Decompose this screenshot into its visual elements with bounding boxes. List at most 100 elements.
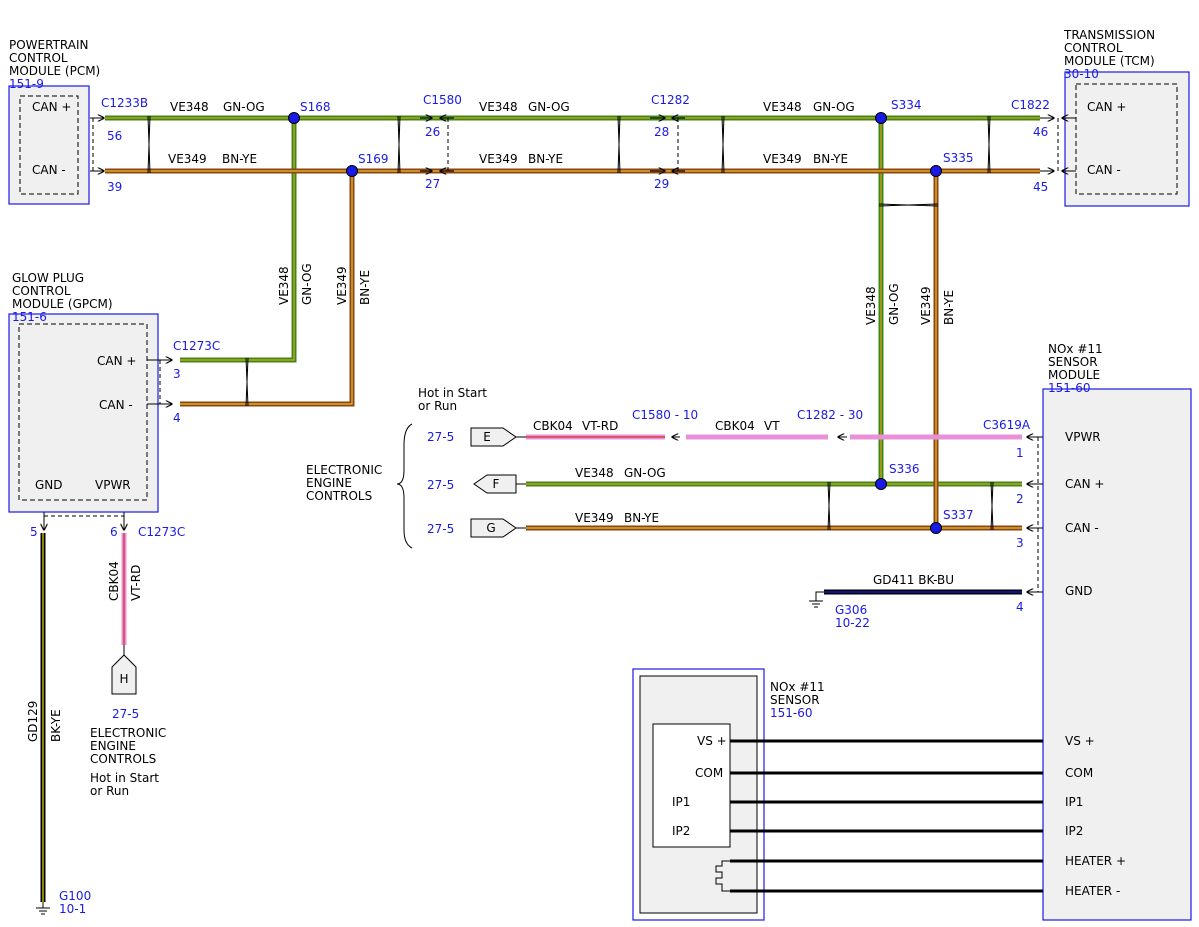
splice-s335: S335: [943, 151, 974, 165]
brace-icon: [396, 423, 413, 549]
splice-dots: [288, 112, 942, 534]
wire-gnog-1: GN-OG: [223, 100, 265, 114]
nox-sensor-name: NOx #11 SENSOR: [770, 680, 825, 707]
pin-29: 29: [654, 177, 669, 191]
page-ref-f: 27-5: [427, 478, 454, 492]
sensor-vs-plus-pin: VS +: [697, 734, 727, 748]
wire-bnye-3: BN-YE: [813, 152, 848, 166]
splice-s169-dot: [346, 165, 358, 177]
pcm-ref: 151-9: [9, 77, 44, 91]
splice-s334: S334: [891, 98, 922, 112]
wire-bnye-2: BN-YE: [528, 152, 563, 166]
ref-tag-e: E: [483, 430, 491, 444]
electronic-engine-controls-label-bottom: ELECTRONIC ENGINE CONTROLS: [90, 726, 167, 766]
heater-element-icon: [715, 860, 730, 892]
connector-c1282-30: C1282 - 30: [797, 408, 863, 422]
wire-cbk04-1: CBK04: [533, 419, 573, 433]
wire-ve349-1: VE349: [168, 152, 207, 166]
splice-s334-dot: [875, 112, 887, 124]
pin-39: 39: [107, 180, 122, 194]
nox-heater-minus-pin: HEATER -: [1065, 884, 1120, 898]
hot-in-start-note-top: Hot in Start or Run: [418, 386, 487, 413]
gpcm-vpwr-pin: VPWR: [95, 478, 131, 492]
wire-bnye-v2: BN-YE: [942, 290, 956, 325]
ref-tag-e-shape: [470, 427, 517, 447]
gpcm-can-low-pin: CAN -: [99, 398, 133, 412]
ref-tag-g: G: [486, 521, 495, 535]
wire-gnog-4: GN-OG: [624, 466, 666, 480]
ground-g306-icon: [809, 591, 824, 608]
electronic-engine-controls-label-mid: ELECTRONIC ENGINE CONTROLS: [306, 463, 383, 503]
nox-module-name: NOx #11 SENSOR MODULE: [1048, 342, 1103, 382]
tcm-title: TRANSMISSION CONTROL MODULE (TCM) 30-10: [1064, 16, 1155, 94]
nox-module-title: NOx #11 SENSOR MODULE 151-60: [1048, 330, 1103, 408]
splice-s337: S337: [943, 508, 974, 522]
wire-cbk04-v: CBK04: [107, 561, 121, 601]
hot-in-start-note-bottom: Hot in Start or Run: [90, 771, 159, 798]
nox-can-high-pin: CAN +: [1065, 477, 1104, 491]
wire-cbk04-2: CBK04: [715, 419, 755, 433]
ground-g100-icon: [36, 902, 50, 915]
pin-3-gpcm: 3: [173, 367, 181, 381]
connector-c1822: C1822: [1011, 98, 1050, 112]
page-ref-g: 27-5: [427, 522, 454, 536]
wire-ve349-2: VE349: [479, 152, 518, 166]
pin-4-nox: 4: [1016, 600, 1024, 614]
pin-27: 27: [425, 177, 440, 191]
sensor-ip1-pin: IP1: [672, 795, 690, 809]
splice-s169: S169: [358, 152, 389, 166]
nox-ip1-pin: IP1: [1065, 795, 1083, 809]
wire-ve348-v2: VE348: [864, 286, 878, 325]
splice-s168-dot: [288, 112, 300, 124]
nox-can-low-pin: CAN -: [1065, 521, 1099, 535]
wire-ve349-v2: VE349: [919, 286, 933, 325]
splice-s335-dot: [930, 165, 942, 177]
pcm-can-high-pin: CAN +: [32, 100, 71, 114]
pin-4-gpcm: 4: [173, 411, 181, 425]
ref-tag-h: H: [119, 672, 128, 686]
gpcm-can-high-pin: CAN +: [97, 354, 136, 368]
pin-26: 26: [425, 125, 440, 139]
tcm-name: TRANSMISSION CONTROL MODULE (TCM): [1064, 28, 1156, 68]
pin-46: 46: [1033, 125, 1048, 139]
wire-ve348-1: VE348: [170, 100, 209, 114]
nox-heater-plus-pin: HEATER +: [1065, 854, 1126, 868]
wire-bnye-1: BN-YE: [222, 152, 257, 166]
wire-gd411: GD411 BK-BU: [873, 573, 954, 587]
pcm-name: POWERTRAIN CONTROL MODULE (PCM): [9, 38, 101, 78]
sensor-wires: [730, 739, 1043, 893]
ve349-wire-gpcm: [180, 171, 355, 407]
tcm-ref: 30-10: [1064, 67, 1099, 81]
wire-ve349-3: VE349: [763, 152, 802, 166]
pin-1-nox: 1: [1016, 446, 1024, 460]
wire-gnog-v1: GN-OG: [300, 263, 314, 305]
nox-vs-plus-pin: VS +: [1065, 734, 1095, 748]
wire-ve348-2: VE348: [479, 100, 518, 114]
pin-6: 6: [110, 525, 118, 539]
pin-45: 45: [1033, 180, 1048, 194]
nox-ip2-pin: IP2: [1065, 824, 1083, 838]
tcm-can-low-pin: CAN -: [1087, 163, 1121, 177]
pin-2-nox: 2: [1016, 492, 1024, 506]
gpcm-module: [8, 313, 159, 513]
pcm-can-low-pin: CAN -: [32, 163, 66, 177]
splice-s168: S168: [300, 100, 331, 114]
nox-sensor-title: NOx #11 SENSOR 151-60: [770, 668, 825, 733]
ground-g306: G306: [835, 603, 867, 617]
wire-bnye-v1: BN-YE: [358, 270, 372, 305]
splice-s336: S336: [889, 462, 920, 476]
connector-c1580: C1580: [423, 93, 462, 107]
pcm-module: [8, 85, 90, 205]
sensor-com-pin: COM: [695, 766, 723, 780]
wire-gnog-3: GN-OG: [813, 100, 855, 114]
pin-5: 5: [30, 525, 38, 539]
wire-gnog-2: GN-OG: [528, 100, 570, 114]
connector-arrows: [44, 118, 1076, 592]
pin-28: 28: [654, 125, 669, 139]
pin-56: 56: [107, 129, 122, 143]
ground-g100-ref: 10-1: [59, 902, 86, 916]
wire-gnog-v2: GN-OG: [887, 283, 901, 325]
sensor-ip2-pin: IP2: [672, 824, 690, 838]
ground-icons: [36, 591, 824, 915]
cbk04-wires: [121, 434, 1022, 645]
